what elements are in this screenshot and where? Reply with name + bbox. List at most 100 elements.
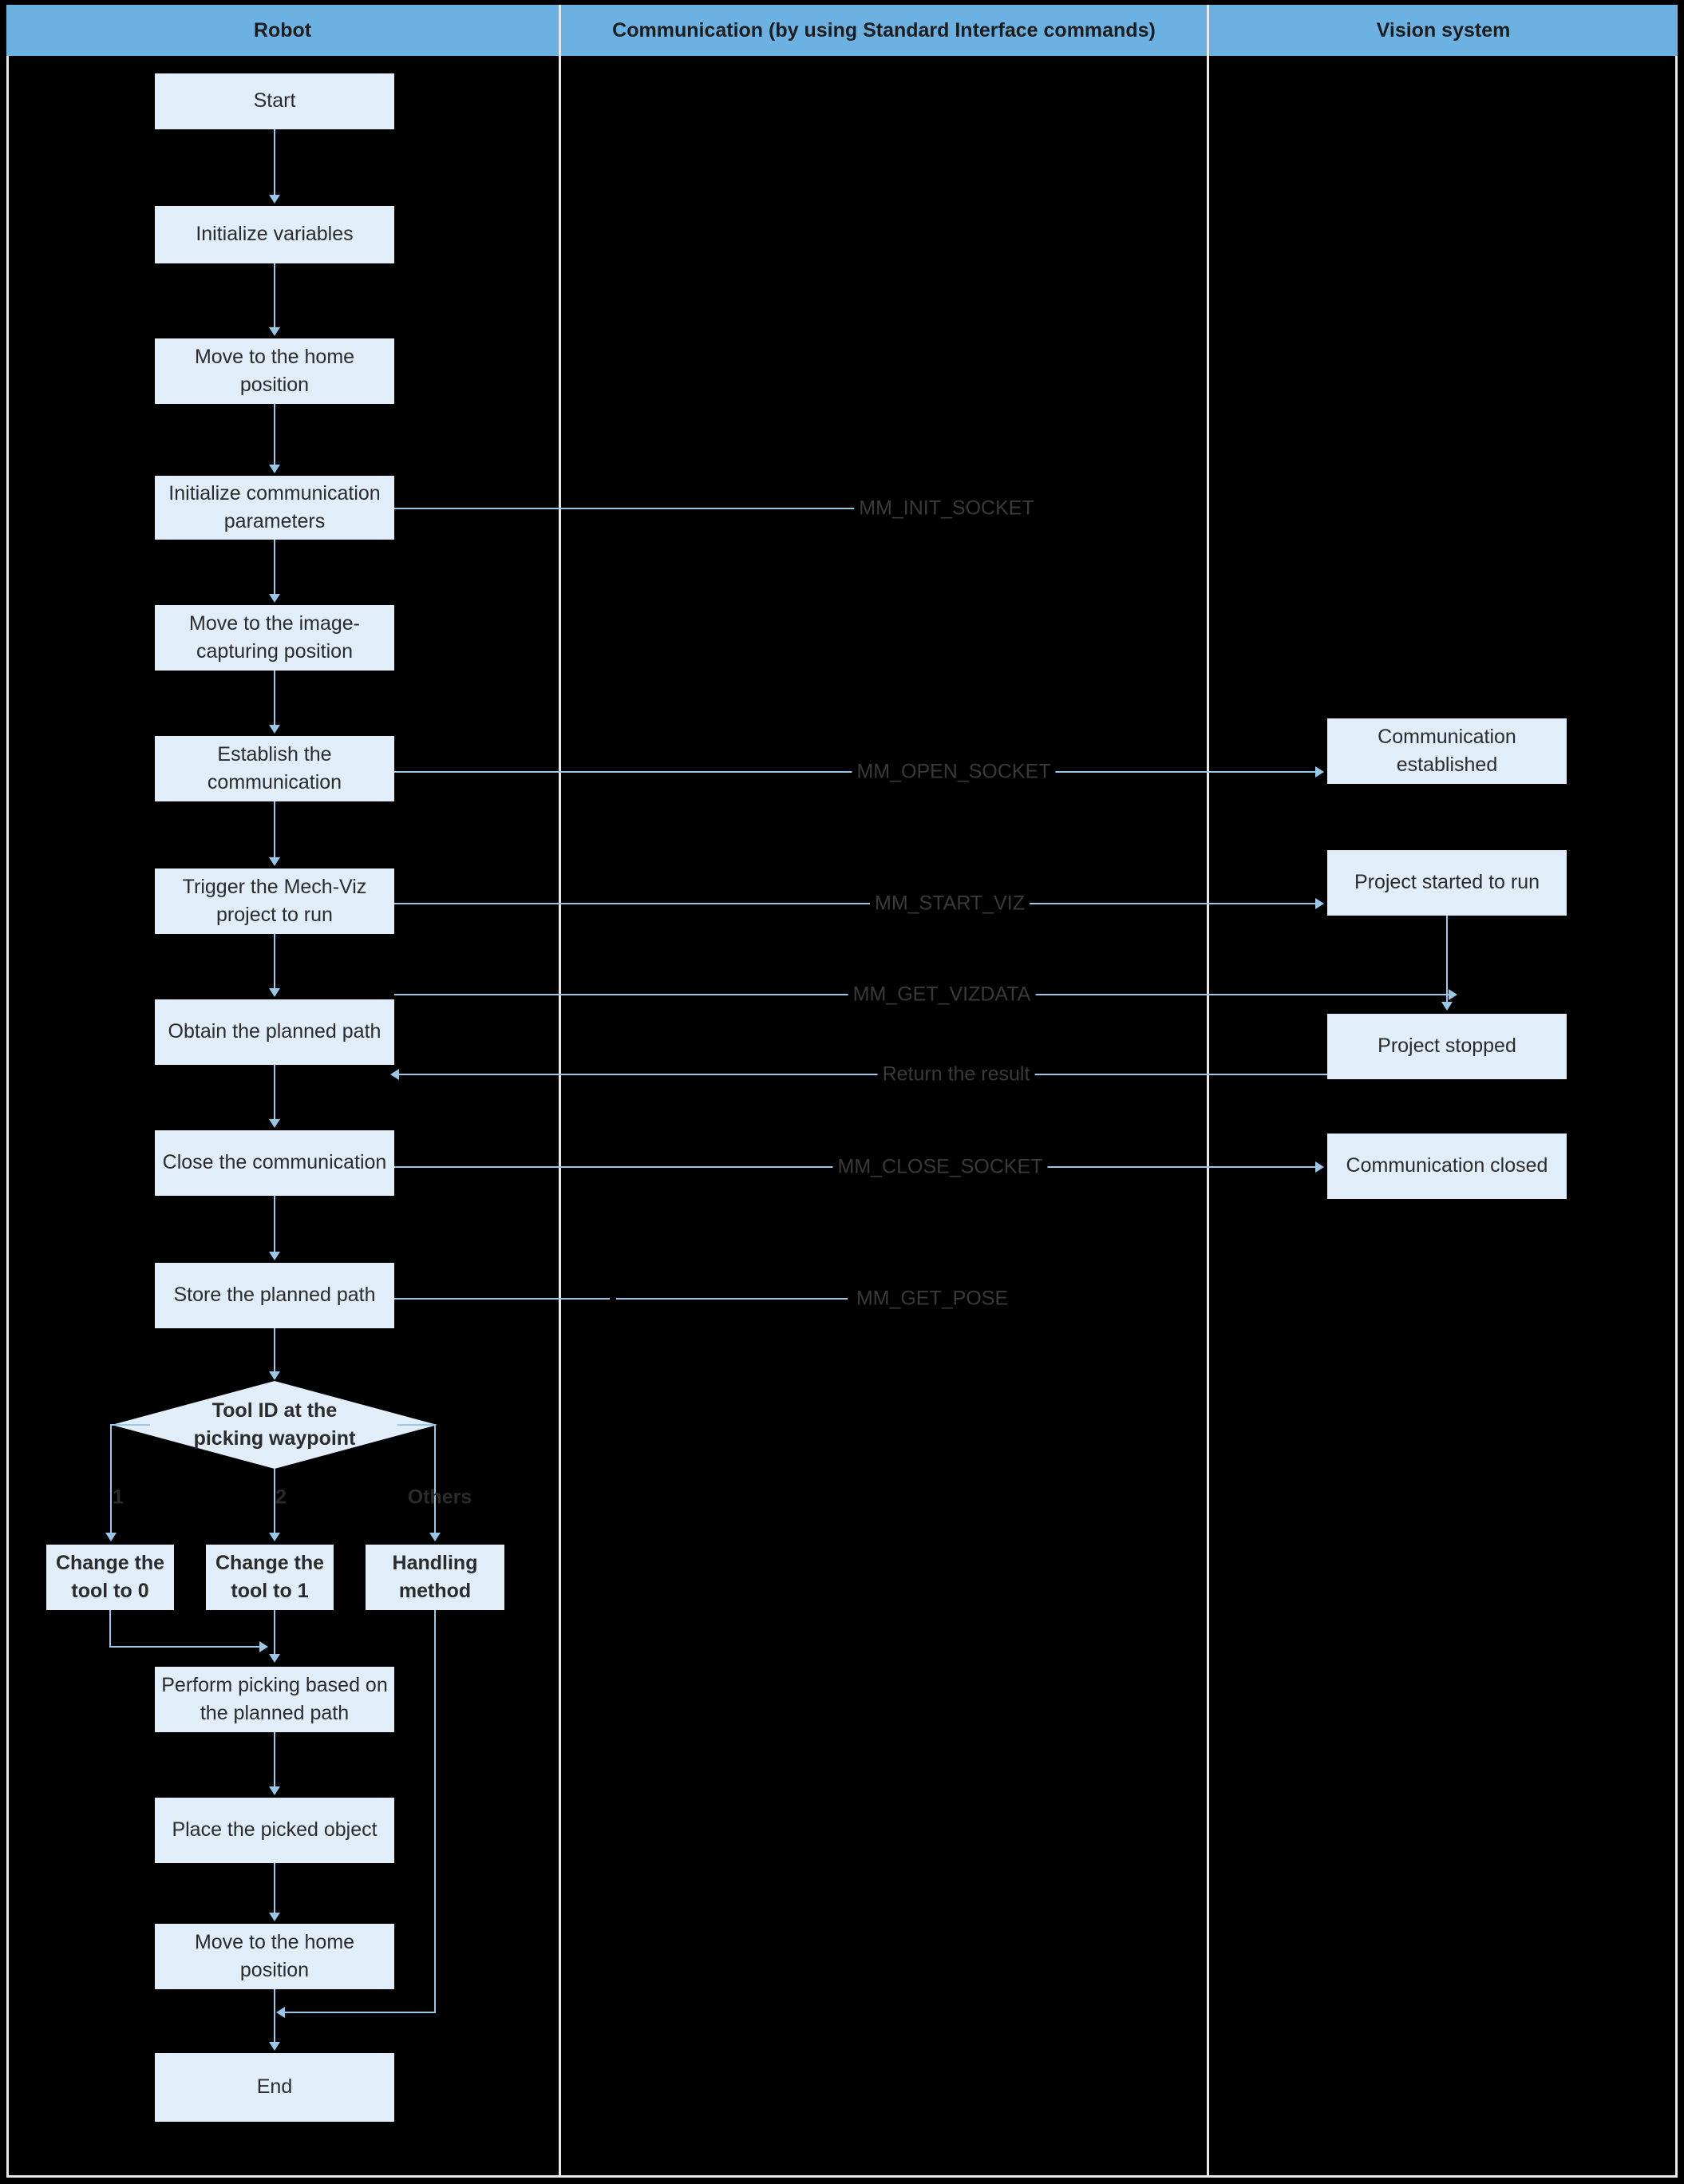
arrowhead-branch-1 <box>105 1533 117 1541</box>
node-project-stopped[interactable]: Project stopped <box>1327 1014 1567 1079</box>
node-communication-closed-label: Communication closed <box>1346 1154 1548 1177</box>
connector-home2-to-end <box>274 1989 275 2044</box>
node-move-home-1-label: Move to the home position <box>194 345 355 397</box>
connector-perform-to-place <box>274 1732 275 1788</box>
lane-header-communication: Communication (by using Standard Interfa… <box>561 5 1207 56</box>
node-communication-closed[interactable]: Communication closed <box>1327 1134 1567 1199</box>
node-communication-established-label: Communication established <box>1378 725 1516 777</box>
connector-obtain-to-close <box>274 1065 275 1121</box>
arrowhead-handling-bypass <box>276 2007 285 2018</box>
node-move-home-2[interactable]: Move to the home position <box>155 1924 394 1989</box>
message-label-mm-get-pose: MM_GET_POSE <box>851 1287 1014 1311</box>
connector-close-to-store <box>274 1196 275 1253</box>
node-project-stopped-label: Project stopped <box>1378 1035 1516 1058</box>
branch-1-horizontal <box>110 1424 150 1426</box>
node-store-planned-path-label: Store the planned path <box>173 1284 376 1307</box>
node-perform-picking[interactable]: Perform picking based on the planned pat… <box>155 1667 394 1732</box>
arrowhead-branch-others <box>429 1533 441 1541</box>
node-communication-established[interactable]: Communication established <box>1327 718 1567 784</box>
node-obtain-planned-path-label: Obtain the planned path <box>168 1020 381 1043</box>
arrowhead-branch-2 <box>269 1533 280 1541</box>
node-start-label: Start <box>253 89 296 113</box>
connector-handling-bypass-vertical <box>434 1610 436 2012</box>
branch-label-1: 1 <box>113 1486 124 1509</box>
node-initialize-communication-parameters-label: Initialize communication parameters <box>168 481 381 533</box>
message-label-mm-start-viz: MM_START_VIZ <box>870 892 1030 916</box>
lane-header-robot: Robot <box>6 5 559 56</box>
message-line-mm-start-viz <box>394 903 1318 904</box>
arrowhead-mm-open-socket <box>1315 766 1324 777</box>
arrowhead-end <box>269 2042 280 2051</box>
arrowhead-return-the-result <box>390 1069 399 1080</box>
message-label-mm-close-socket: MM_CLOSE_SOCKET <box>832 1155 1048 1179</box>
decision-tool-id[interactable]: Tool ID at the picking waypoint <box>112 1381 437 1469</box>
node-change-tool-to-0[interactable]: Change the tool to 0 <box>46 1545 174 1610</box>
connector-start-to-init-vars <box>274 129 275 196</box>
message-label-return-the-result: Return the result <box>877 1062 1035 1086</box>
node-move-home-1[interactable]: Move to the home position <box>155 338 394 404</box>
branch-label-others: Others <box>407 1486 472 1509</box>
node-place-picked-object[interactable]: Place the picked object <box>155 1798 394 1863</box>
decision-label-line-1: Tool ID at the <box>211 1399 338 1422</box>
node-project-started-to-run[interactable]: Project started to run <box>1327 850 1567 916</box>
connector-establish-to-trigger <box>274 801 275 859</box>
branch-label-2: 2 <box>275 1486 287 1509</box>
node-end[interactable]: End <box>155 2053 394 2122</box>
branch-1-vertical <box>110 1424 112 1533</box>
node-start[interactable]: Start <box>155 73 394 129</box>
node-establish-communication[interactable]: Establish the communication <box>155 736 394 801</box>
node-close-communication-label: Close the communication <box>162 1151 387 1174</box>
arrowhead-home1 <box>269 327 280 336</box>
node-perform-picking-label: Perform picking based on the planned pat… <box>161 1673 388 1725</box>
connector-tool1-to-perform <box>274 1610 275 1656</box>
node-store-planned-path[interactable]: Store the planned path <box>155 1263 394 1328</box>
connector-store-to-decision <box>274 1328 275 1371</box>
connector-init-vars-to-home1 <box>274 263 275 329</box>
lane-divider-2 <box>1207 5 1209 2178</box>
connector-image-pos-to-establish <box>274 671 275 726</box>
arrowhead-tool0-merge <box>259 1641 268 1652</box>
node-trigger-mech-viz-project[interactable]: Trigger the Mech-Viz project to run <box>155 868 394 934</box>
node-initialize-variables[interactable]: Initialize variables <box>155 206 394 263</box>
node-handling-method-label: Handling method <box>392 1551 478 1603</box>
arrowhead-image-pos <box>269 594 280 603</box>
arrowhead-perform-picking <box>269 1654 280 1663</box>
node-obtain-planned-path[interactable]: Obtain the planned path <box>155 999 394 1065</box>
node-move-image-capturing-position[interactable]: Move to the image-capturing position <box>155 605 394 671</box>
arrowhead-trigger <box>269 857 280 866</box>
message-line-mm-get-pose-b <box>616 1298 848 1300</box>
branch-2-vertical <box>274 1469 275 1533</box>
node-end-label: End <box>256 2075 293 2099</box>
lane-title-communication: Communication (by using Standard Interfa… <box>612 18 1156 42</box>
node-change-tool-to-1[interactable]: Change the tool to 1 <box>206 1545 334 1610</box>
node-place-picked-object-label: Place the picked object <box>172 1818 378 1842</box>
node-close-communication[interactable]: Close the communication <box>155 1130 394 1196</box>
node-change-tool-to-0-label: Change the tool to 0 <box>55 1551 165 1603</box>
message-label-mm-init-socket: MM_INIT_SOCKET <box>854 497 1039 520</box>
node-initialize-variables-label: Initialize variables <box>196 223 354 246</box>
lane-title-robot: Robot <box>253 18 312 42</box>
arrowhead-establish <box>269 725 280 734</box>
message-line-mm-init-socket <box>394 508 865 509</box>
node-initialize-communication-parameters[interactable]: Initialize communication parameters <box>155 476 394 540</box>
message-line-return-the-result <box>399 1074 1327 1075</box>
arrowhead-close-comm <box>269 1119 280 1128</box>
arrowhead-init-comm <box>269 465 280 473</box>
connector-tool0-merge <box>109 1646 266 1648</box>
node-change-tool-to-1-label: Change the tool to 1 <box>215 1551 325 1603</box>
connector-init-comm-to-image-pos <box>274 540 275 595</box>
node-move-image-capturing-position-label: Move to the image-capturing position <box>189 611 360 663</box>
arrowhead-decision <box>269 1371 280 1380</box>
arrowhead-obtain <box>269 988 280 997</box>
lane-header-vision: Vision system <box>1209 5 1678 56</box>
node-handling-method[interactable]: Handling method <box>366 1545 504 1610</box>
connector-home1-to-init-comm <box>274 404 275 466</box>
arrowhead-place-object <box>269 1786 280 1795</box>
arrowhead-store-path <box>269 1252 280 1260</box>
branch-others-horizontal <box>397 1424 436 1426</box>
connector-place-to-home2 <box>274 1863 275 1914</box>
arrowhead-mm-get-vizdata <box>1449 989 1457 1000</box>
decision-tool-id-label: Tool ID at the picking waypoint <box>194 1397 356 1454</box>
connector-project-started-to-stopped <box>1446 916 1448 1003</box>
